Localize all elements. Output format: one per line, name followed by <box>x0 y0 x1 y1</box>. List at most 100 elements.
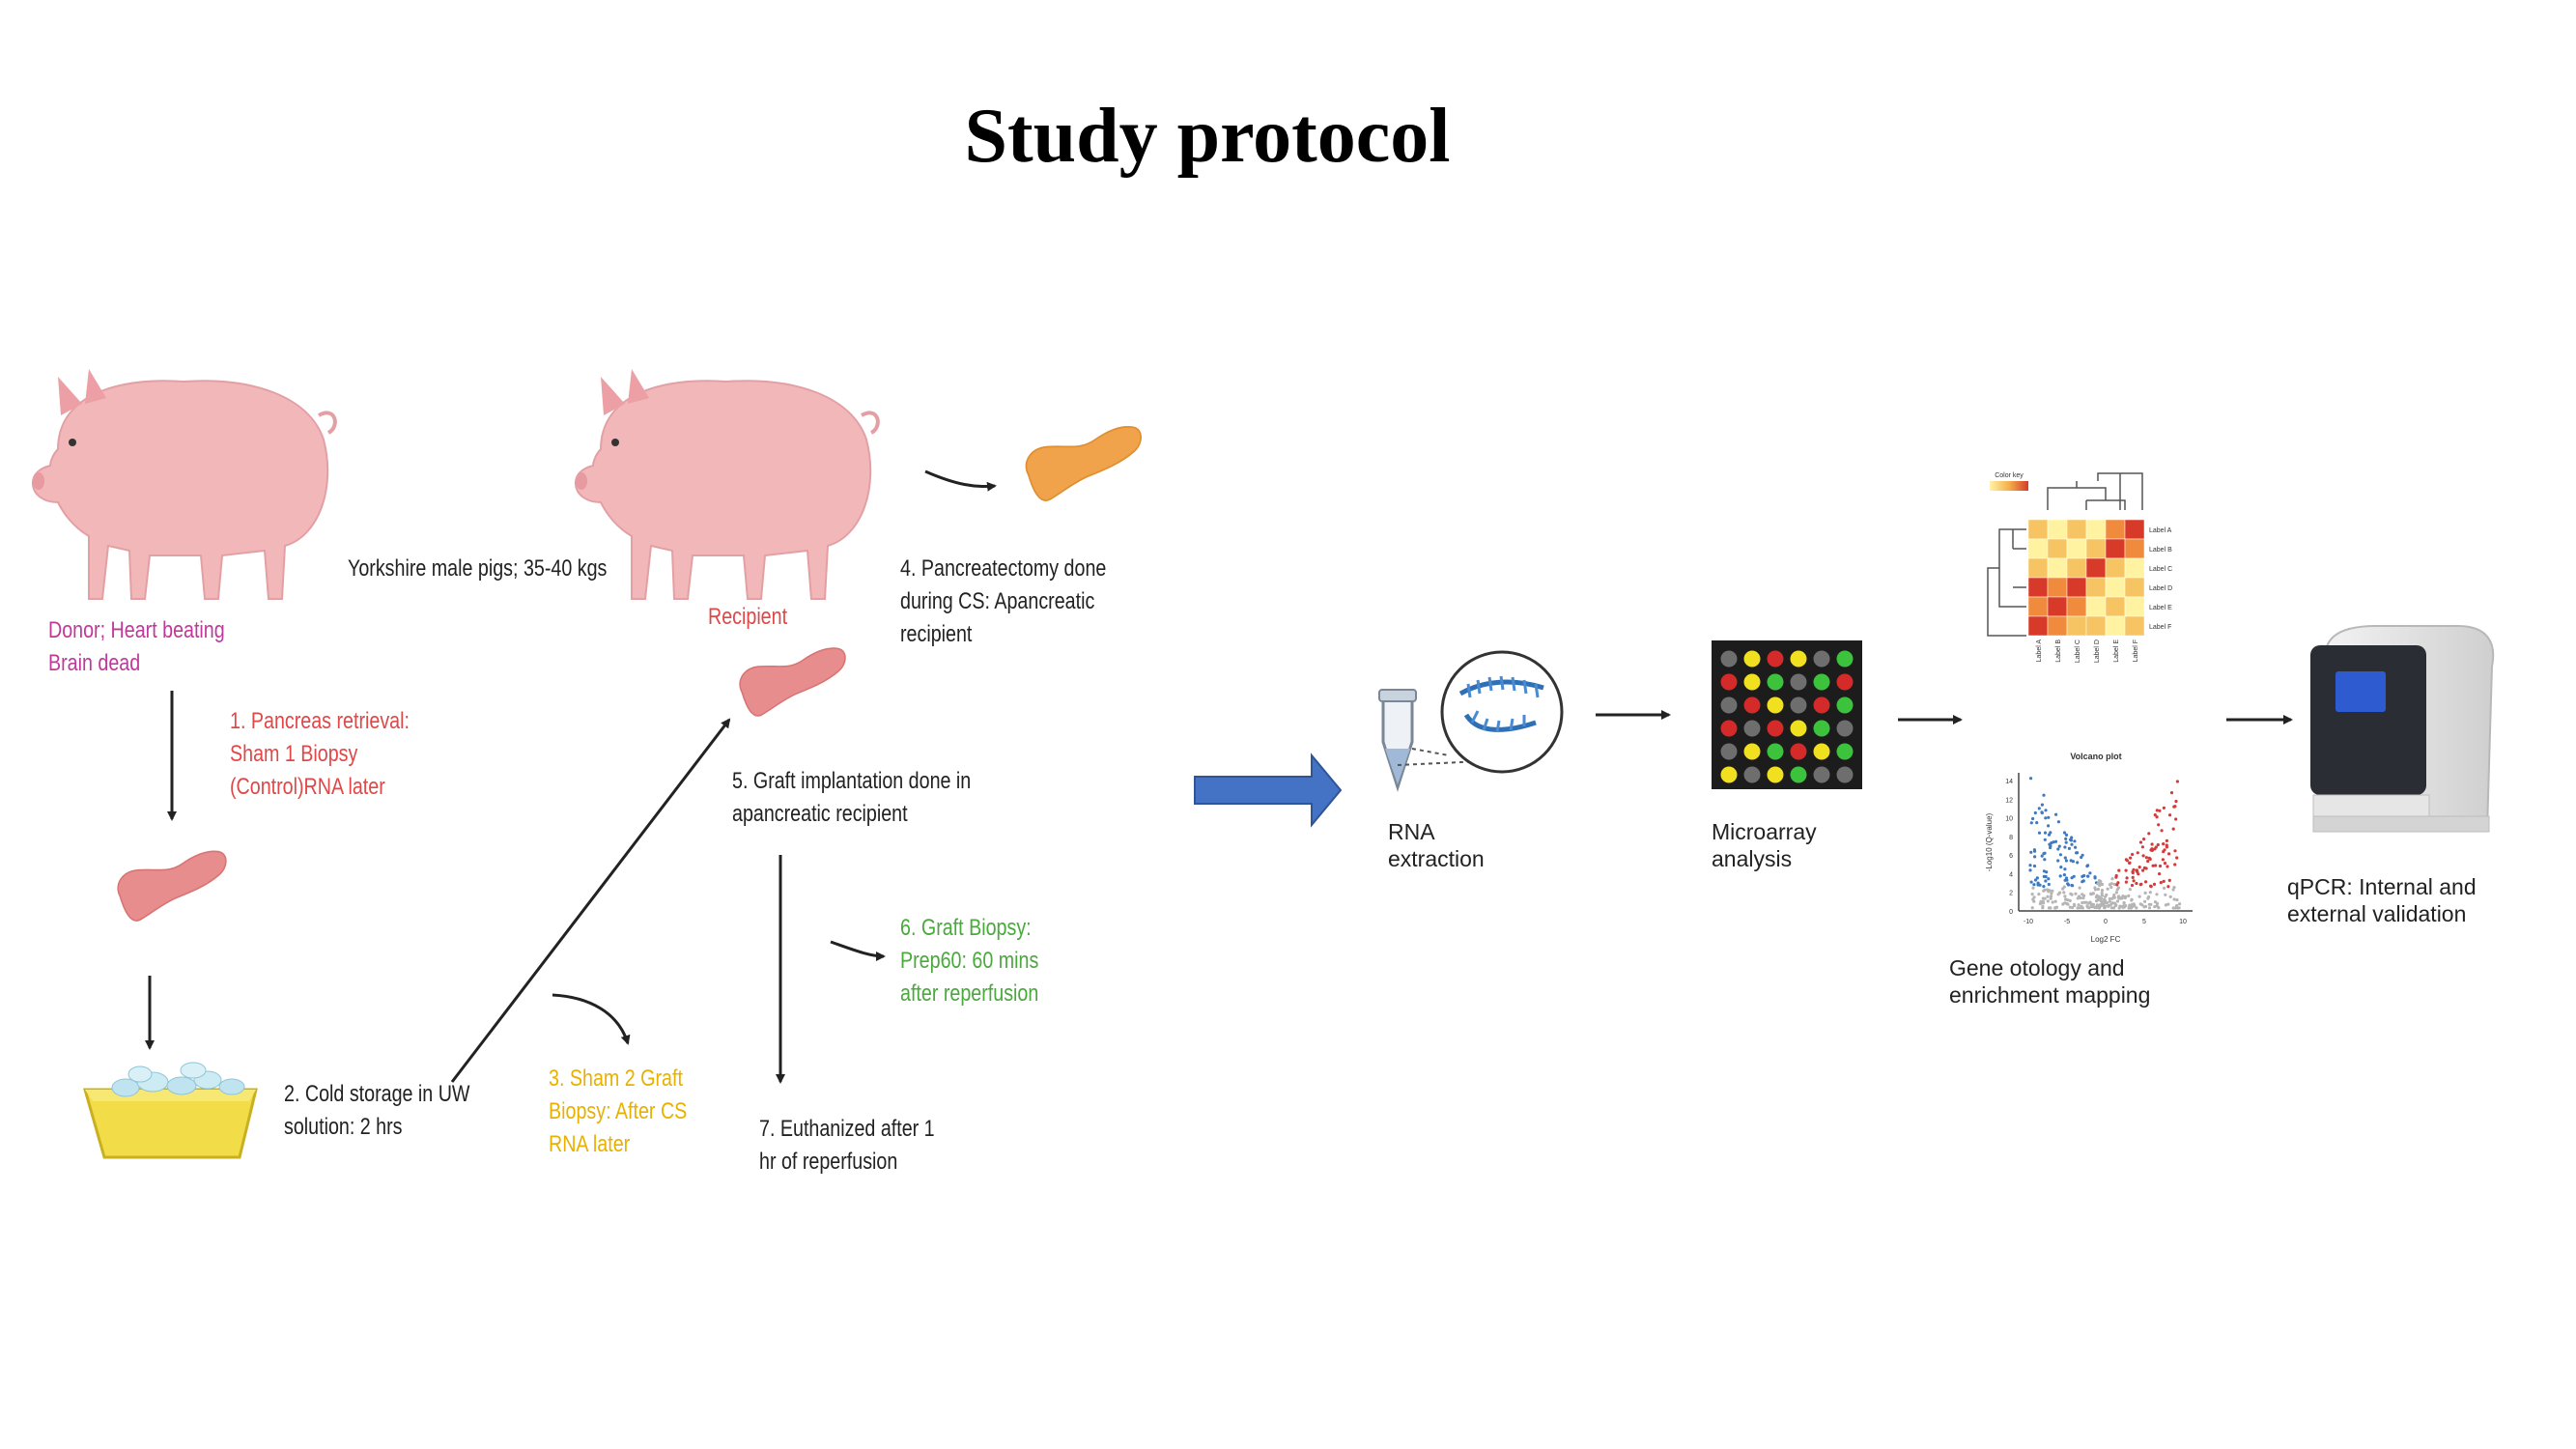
volcano-point <box>2071 905 2075 910</box>
volcano-point <box>2049 845 2052 850</box>
volcano-point <box>2062 885 2066 889</box>
volcano-point <box>2040 854 2044 858</box>
heatmap-cell <box>2124 538 2145 559</box>
heatmap-cell <box>2124 519 2145 540</box>
volcano-point <box>2122 904 2126 908</box>
volcano-point <box>2130 897 2134 901</box>
volcano-point <box>2147 832 2151 836</box>
volcano-point <box>2108 896 2111 901</box>
volcano-point <box>2117 868 2121 872</box>
volcano-point <box>2155 893 2159 896</box>
volcano-point <box>2047 877 2051 881</box>
volcano-point <box>2030 906 2034 910</box>
volcano-point <box>2110 896 2114 900</box>
volcano-point <box>2124 880 2128 884</box>
volcano-point <box>2115 883 2119 887</box>
volcano-point <box>2115 888 2119 892</box>
volcano-point <box>2074 845 2078 849</box>
volcano-x-tick: 0 <box>2104 919 2108 925</box>
volcano-point <box>2088 871 2092 875</box>
volcano-point <box>2174 906 2178 910</box>
volcano-point <box>2174 799 2178 804</box>
heatmap-cell <box>2085 519 2107 540</box>
volcano-point <box>2159 881 2163 885</box>
volcano-point <box>2035 821 2039 825</box>
volcano-point <box>2128 861 2132 866</box>
volcano-point <box>2033 878 2038 882</box>
volcano-point <box>2076 861 2080 865</box>
microarray-spot <box>1813 720 1830 737</box>
microarray-spot <box>1790 766 1807 783</box>
volcano-point <box>2029 880 2033 884</box>
recipient-pig-icon <box>573 367 880 601</box>
volcano-point <box>2057 844 2061 848</box>
microarray-analysis-label: Microarray analysis <box>1712 819 1817 871</box>
heatmap-col-label: Label D <box>2094 639 2101 663</box>
graft-pancreas-icon <box>739 647 846 717</box>
volcano-point <box>2127 894 2131 898</box>
volcano-point <box>2066 882 2070 886</box>
volcano-point <box>2064 840 2068 844</box>
volcano-point <box>2155 904 2159 908</box>
volcano-point <box>2141 868 2145 872</box>
volcano-point <box>2161 858 2165 862</box>
volcano-point <box>2136 869 2139 874</box>
blue-transition-arrow <box>1194 753 1343 828</box>
microarray-spot <box>1743 766 1761 783</box>
recipient-pancreas-icon <box>1025 426 1142 501</box>
volcano-point <box>2063 856 2067 860</box>
volcano-point <box>2082 894 2086 897</box>
volcano-point <box>2163 886 2166 891</box>
volcano-point <box>2084 900 2088 904</box>
diagram-title: Study protocol <box>964 94 1451 179</box>
volcano-point <box>2125 876 2129 880</box>
volcano-point <box>2163 862 2167 866</box>
volcano-y-tick: 6 <box>2009 853 2013 860</box>
volcano-point <box>2049 831 2052 835</box>
donor-pig-icon <box>30 367 337 601</box>
volcano-point <box>2036 883 2040 887</box>
heatmap-cell <box>2066 538 2087 559</box>
step2-label: 2. Cold storage in UW solution: 2 hrs <box>284 1081 470 1140</box>
volcano-point <box>2140 845 2144 849</box>
heatmap-cell <box>2066 577 2087 598</box>
volcano-point <box>2043 896 2047 900</box>
volcano-x-tick: 5 <box>2142 919 2146 925</box>
volcano-point <box>2029 821 2033 825</box>
volcano-point <box>2172 805 2176 809</box>
volcano-point <box>2032 883 2036 887</box>
volcano-point <box>2062 891 2066 895</box>
heatmap-col-label: Label B <box>2055 639 2062 663</box>
heatmap-row-label: Label A <box>2149 527 2172 534</box>
volcano-y-tick: 2 <box>2009 891 2013 897</box>
volcano-point <box>2063 895 2067 898</box>
volcano-point <box>2070 893 2074 896</box>
volcano-point <box>2153 813 2157 817</box>
volcano-point <box>2174 817 2178 821</box>
heatmap-cell <box>2124 557 2145 579</box>
volcano-point <box>2047 824 2051 828</box>
volcano-point <box>2081 906 2084 910</box>
rna-extraction-label: RNA extraction <box>1388 819 1485 871</box>
volcano-point <box>2031 886 2035 890</box>
heatmap-row-label: Label D <box>2149 585 2172 592</box>
microarray-spot <box>1790 650 1807 668</box>
volcano-point <box>2062 873 2066 877</box>
volcano-point <box>2175 898 2179 902</box>
volcano-point <box>2113 904 2117 908</box>
volcano-point <box>2038 901 2042 906</box>
microarray-spot <box>1767 673 1784 691</box>
microarray-spot <box>1720 650 1738 668</box>
volcano-point <box>2030 893 2034 896</box>
volcano-point <box>2142 838 2146 841</box>
volcano-point <box>2103 905 2107 910</box>
volcano-point <box>2097 906 2102 910</box>
volcano-point <box>2100 892 2104 895</box>
volcano-point <box>2150 847 2154 851</box>
arrow-storage-to-implant <box>450 718 731 1083</box>
microarray-spot <box>1720 720 1738 737</box>
volcano-y-tick: 8 <box>2009 835 2013 841</box>
volcano-point <box>2056 820 2060 824</box>
volcano-point <box>2095 894 2099 897</box>
volcano-point <box>2059 866 2063 869</box>
